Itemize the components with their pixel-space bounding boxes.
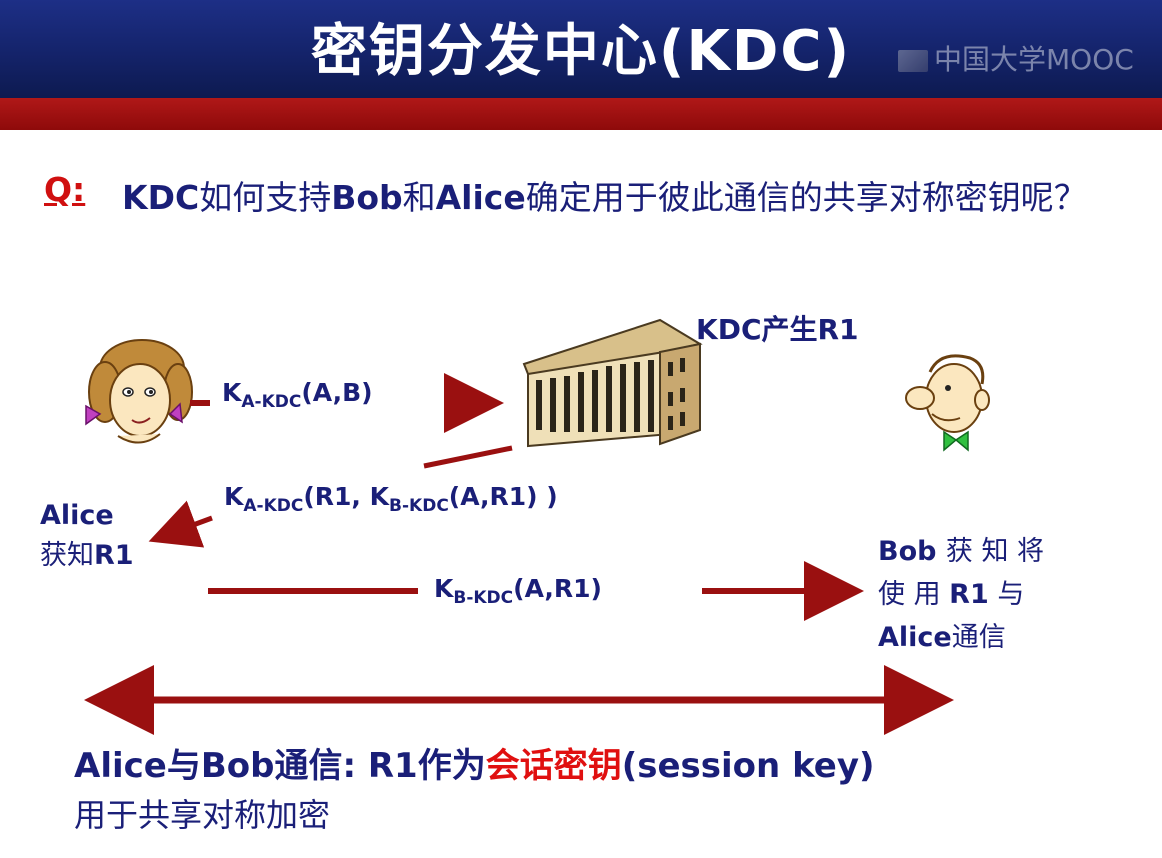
bob-learns-r1-label: Bob 获 知 将 使 用 R1 与 Alice通信	[878, 536, 1045, 653]
alice-icon	[85, 339, 193, 444]
kdc-to-alice-arrow	[148, 500, 213, 548]
alice-learns-r1-label: Alice 获知R1	[40, 500, 134, 571]
title-underline-bar	[0, 98, 1162, 130]
kdc-building-icon	[522, 318, 703, 448]
kdc-to-alice-arrow-start	[423, 445, 513, 469]
mooc-watermark-text: 中国大学MOOC	[934, 43, 1134, 76]
conclusion-line-2: 用于共享对称加密	[74, 796, 331, 834]
bob-icon	[905, 354, 990, 452]
conclusion-line-1: Alice与Bob通信: R1作为会话密钥(session key)	[74, 746, 875, 786]
question-text: KDC如何支持Bob和Alice确定用于彼此通信的共享对称密钥呢？	[122, 178, 1087, 217]
kdc-generates-r1-label: KDC产生R1	[696, 313, 859, 346]
message-kdc-to-alice: KA-KDC(R1, KB-KDC(A,R1) )	[224, 482, 558, 516]
message-alice-to-bob: KB-KDC(A,R1)	[434, 574, 602, 608]
mooc-watermark: 中国大学MOOC	[898, 38, 1134, 78]
slide-title: 密钥分发中心(KDC)	[310, 19, 852, 84]
message-alice-to-kdc: KA-KDC(A,B)	[222, 378, 373, 412]
question-label: Q:	[44, 170, 86, 209]
title-bar	[0, 0, 1162, 98]
session-key-highlight: 会话密钥	[485, 746, 622, 786]
mooc-logo-icon	[898, 50, 928, 72]
